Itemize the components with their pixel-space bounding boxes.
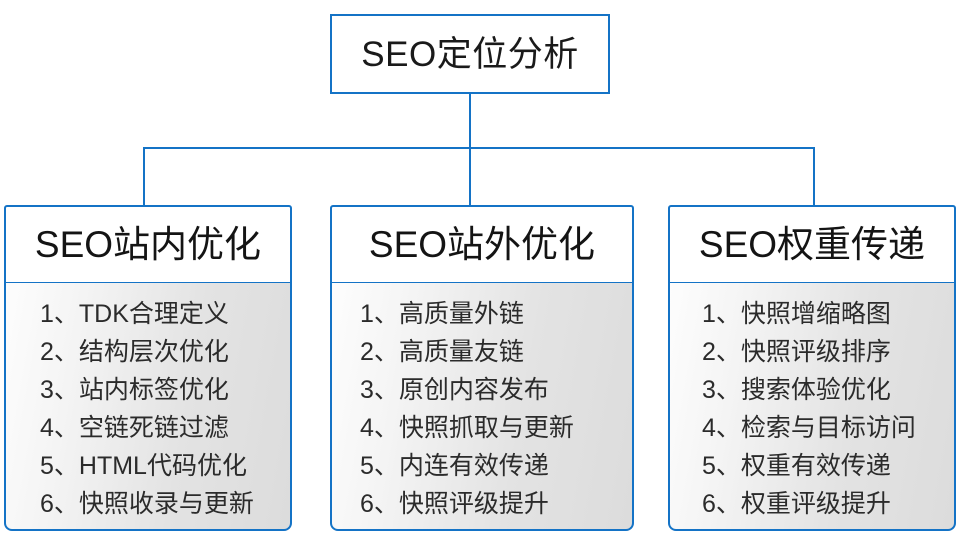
list-item: 5、权重有效传递 (702, 452, 891, 480)
list-item: 4、快照抓取与更新 (360, 414, 574, 442)
list-item: 4、空链死链过滤 (40, 414, 229, 442)
branch-1-title: SEO站内优化 (34, 224, 262, 265)
branch-3-body: 1、快照增缩略图 2、快照评级排序 3、搜索体验优化 4、检索与目标访问 5、权… (668, 283, 956, 531)
list-item: 6、快照评级提升 (360, 490, 549, 518)
list-item: 1、快照增缩略图 (702, 300, 891, 328)
root-node[interactable]: SEO定位分析 (330, 14, 610, 94)
branch-column-2: SEO站外优化 1、高质量外链 2、高质量友链 3、原创内容发布 4、快照抓取与… (330, 205, 634, 531)
branch-1-header[interactable]: SEO站内优化 (4, 205, 292, 283)
branch-1-list: 1、TDK合理定义 2、结构层次优化 3、站内标签优化 4、空链死链过滤 5、H… (6, 295, 290, 523)
branch-3-list: 1、快照增缩略图 2、快照评级排序 3、搜索体验优化 4、检索与目标访问 5、权… (670, 295, 954, 523)
list-item: 2、结构层次优化 (40, 338, 229, 366)
branch-3-header[interactable]: SEO权重传递 (668, 205, 956, 283)
branch-2-title: SEO站外优化 (368, 224, 596, 265)
list-item: 1、TDK合理定义 (40, 300, 229, 328)
list-item: 3、站内标签优化 (40, 376, 229, 404)
list-item: 3、原创内容发布 (360, 376, 549, 404)
list-item: 6、权重评级提升 (702, 490, 891, 518)
branch-2-body: 1、高质量外链 2、高质量友链 3、原创内容发布 4、快照抓取与更新 5、内连有… (330, 283, 634, 531)
list-item: 6、快照收录与更新 (40, 490, 254, 518)
branch-column-1: SEO站内优化 1、TDK合理定义 2、结构层次优化 3、站内标签优化 4、空链… (4, 205, 292, 531)
list-item: 3、搜索体验优化 (702, 376, 891, 404)
branch-2-header[interactable]: SEO站外优化 (330, 205, 634, 283)
root-node-title: SEO定位分析 (361, 34, 579, 74)
list-item: 4、检索与目标访问 (702, 414, 916, 442)
list-item: 2、高质量友链 (360, 338, 524, 366)
list-item: 1、高质量外链 (360, 300, 524, 328)
branch-1-body: 1、TDK合理定义 2、结构层次优化 3、站内标签优化 4、空链死链过滤 5、H… (4, 283, 292, 531)
list-item: 2、快照评级排序 (702, 338, 891, 366)
branch-column-3: SEO权重传递 1、快照增缩略图 2、快照评级排序 3、搜索体验优化 4、检索与… (668, 205, 956, 531)
list-item: 5、HTML代码优化 (40, 452, 247, 480)
branch-2-list: 1、高质量外链 2、高质量友链 3、原创内容发布 4、快照抓取与更新 5、内连有… (332, 295, 632, 523)
branch-3-title: SEO权重传递 (698, 224, 926, 265)
list-item: 5、内连有效传递 (360, 452, 549, 480)
